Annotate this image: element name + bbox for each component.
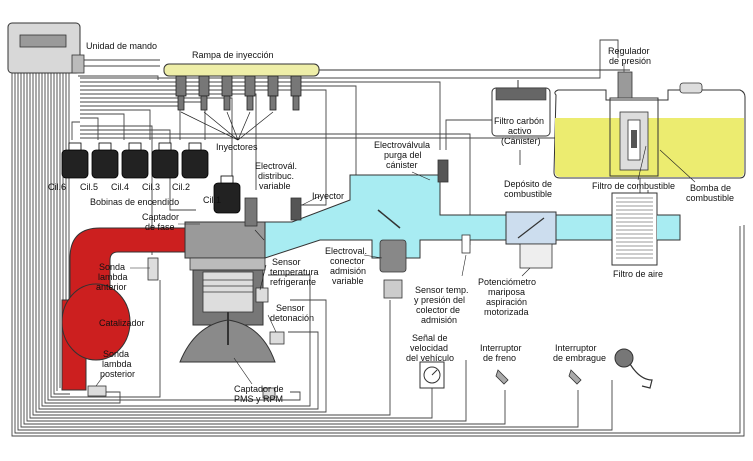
label-canister-1: Filtro carbón — [494, 116, 545, 126]
label-knock-2: detonación — [270, 313, 315, 323]
label-purge-1: Electroválvula — [374, 140, 431, 150]
pedal-sensors — [419, 348, 653, 389]
label-brake-2: de freno — [483, 353, 517, 363]
label-crank-1: Captador de — [234, 384, 284, 394]
fuel-rail — [163, 63, 600, 141]
label-phase-1: Captador — [142, 212, 180, 222]
label-regulator-1: Regulador — [608, 46, 650, 56]
label-cyl1: Cil.1 — [203, 195, 222, 205]
label-purge-2: purga del — [384, 150, 422, 160]
label-cam-valve-3: variable — [259, 181, 291, 191]
fuel-tank — [553, 69, 746, 179]
label-fuel-filter: Filtro de combustible — [592, 181, 676, 191]
label-intake-valve-4: variable — [332, 276, 364, 286]
label-lambda-front-2: lambda — [98, 272, 128, 282]
label-rail: Rampa de inyección — [192, 50, 274, 60]
label-speed-3: del vehículo — [406, 353, 455, 363]
label-speed-1: Señal de — [412, 333, 448, 343]
ignition-coils — [61, 142, 241, 214]
label-tank-1: Depósito de — [504, 179, 553, 189]
label-throttle-3: aspiración — [486, 297, 528, 307]
label-purge-3: cánister — [386, 160, 418, 170]
label-cam-valve-1: Electrovál. — [255, 161, 298, 171]
label-coolant-3: refrigerante — [270, 277, 317, 287]
label-intake-valve-1: Electroval. — [325, 246, 368, 256]
label-catalyst: Catalizador — [99, 318, 145, 328]
label-cyl3: Cil.3 — [142, 182, 161, 192]
label-intake-valve-2: conector — [330, 256, 365, 266]
label-clutch-1: Interruptor — [555, 343, 597, 353]
label-pump-2: combustible — [686, 193, 735, 203]
label-throttle-4: motorizada — [484, 307, 529, 317]
label-regulator-2: de presión — [609, 56, 652, 66]
label-injectors: Inyectores — [216, 142, 258, 152]
intake-path — [224, 174, 681, 269]
label-map-3: colector de — [416, 305, 461, 315]
label-clutch-2: de embrague — [553, 353, 607, 363]
label-crank-2: PMS y RPM — [234, 394, 284, 404]
label-lambda-rear-2: lambda — [102, 359, 132, 369]
control-unit — [7, 22, 85, 74]
label-speed-2: velocidad — [410, 343, 449, 353]
label-coils: Bobinas de encendido — [90, 197, 180, 207]
label-control-unit: Unidad de mando — [86, 41, 158, 51]
label-tank-2: combustible — [504, 189, 553, 199]
label-pump-1: Bomba de — [690, 183, 732, 193]
label-lambda-front-3: anterior — [96, 282, 127, 292]
label-lambda-front-1: Sonda — [99, 262, 126, 272]
label-air-filter: Filtro de aire — [613, 269, 664, 279]
label-brake-1: Interruptor — [480, 343, 522, 353]
label-coolant-1: Sensor — [272, 257, 301, 267]
label-cyl4: Cil.4 — [111, 182, 130, 192]
label-intake-valve-3: admisión — [330, 266, 367, 276]
label-injector: Inyector — [312, 191, 345, 201]
label-canister-3: (Cánister) — [501, 136, 541, 146]
label-canister-2: activo — [508, 126, 532, 136]
label-cam-valve-2: distribuc. — [258, 171, 295, 181]
label-throttle-2: mariposa — [488, 287, 526, 297]
exhaust-path — [61, 227, 211, 391]
canister — [491, 80, 551, 137]
leader-lines — [95, 64, 696, 387]
label-map-4: admisión — [421, 315, 458, 325]
label-knock-1: Sensor — [276, 303, 305, 313]
engine — [179, 197, 302, 363]
label-lambda-rear-1: Sonda — [103, 349, 130, 359]
label-cyl5: Cil.5 — [80, 182, 99, 192]
label-map-2: y presión del — [414, 295, 466, 305]
label-cyl6: Cil.6 — [48, 182, 67, 192]
label-map-1: Sensor temp. — [415, 285, 469, 295]
label-cyl2: Cil.2 — [172, 182, 191, 192]
label-lambda-rear-3: posterior — [100, 369, 136, 379]
label-throttle-1: Potenciómetro — [478, 277, 537, 287]
intake-sensors — [87, 159, 471, 399]
label-phase-2: de fase — [145, 222, 175, 232]
label-coolant-2: temperatura — [270, 267, 319, 277]
